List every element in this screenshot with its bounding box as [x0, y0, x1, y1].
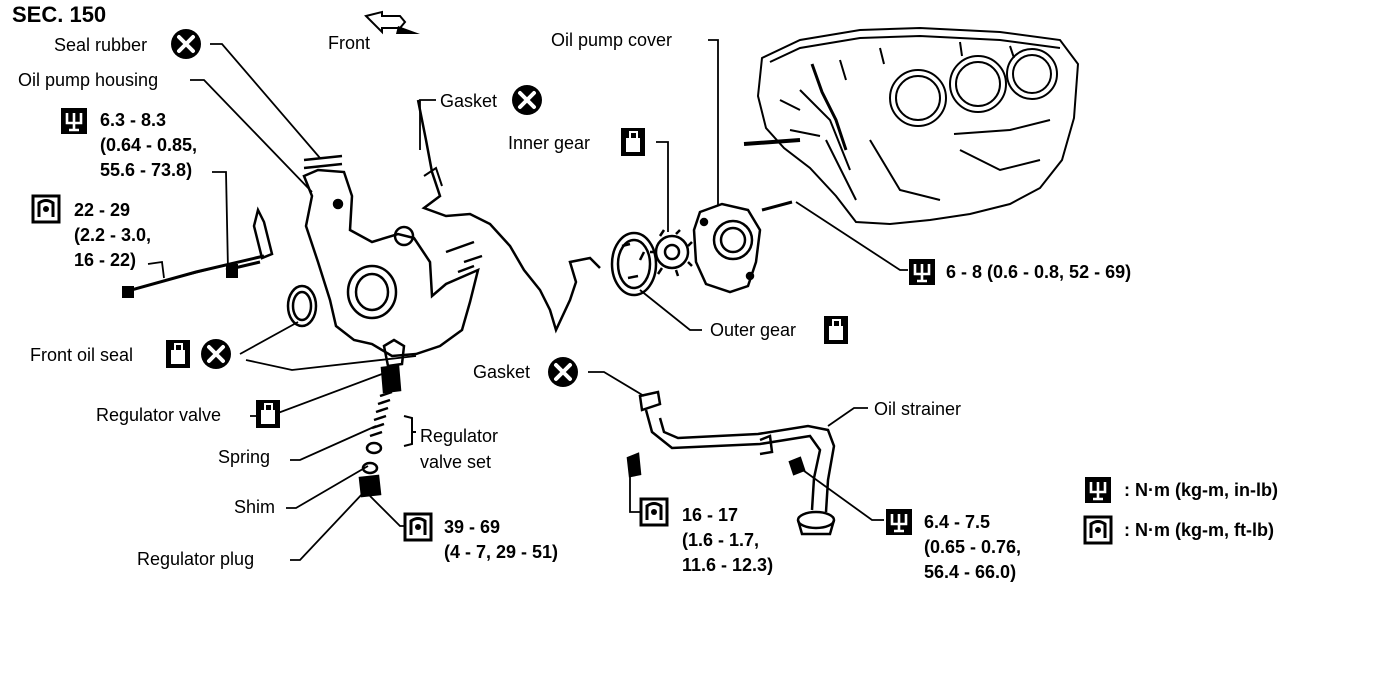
front-label: Front: [328, 33, 371, 53]
front-oil-seal: [286, 284, 318, 328]
label-front-oil-seal: Front oil seal: [30, 345, 134, 365]
label-regulator-valve: Regulator valve: [96, 405, 222, 425]
label-seal-rubber: Seal rubber: [54, 35, 148, 55]
lube-outer-gear-icon: [823, 315, 849, 345]
lube-regulator-valve-icon: [255, 399, 281, 429]
torque-inlb-housing-icon: [59, 106, 89, 136]
torque-inlb-strainer-icon: [884, 507, 914, 537]
section-number: SEC. 150: [12, 2, 107, 27]
torque-plug: 39 - 69 (4 - 7, 29 - 51): [444, 517, 559, 562]
legend-inlb-text: : N·m (kg-m, in-lb): [1124, 480, 1278, 500]
leader-lines: [147, 39, 908, 561]
gasket-top: [416, 99, 601, 334]
torque-ftlb-strainer-icon: [639, 497, 669, 527]
label-outer-gear: Outer gear: [710, 320, 797, 340]
inner-gear: [650, 229, 693, 277]
no-reuse-front-oil-seal-icon: [199, 337, 233, 371]
label-regulator-valve-set: Regulator valve set: [420, 426, 499, 472]
no-reuse-gasket-top-icon: [510, 83, 544, 117]
label-inner-gear: Inner gear: [508, 133, 591, 153]
oil-pump-housing: [252, 154, 483, 358]
legend-ftlb-text: : N·m (kg-m, ft-lb): [1124, 520, 1274, 540]
torque-housing-small: 6.3 - 8.3 (0.64 - 0.85, 55.6 - 73.8): [100, 110, 198, 180]
lube-front-oil-seal-icon: [165, 339, 191, 369]
legend-ftlb-icon: [1083, 515, 1113, 545]
label-oil-strainer: Oil strainer: [874, 399, 962, 419]
regulator-stack: [358, 338, 406, 498]
label-spring: Spring: [218, 447, 271, 467]
torque-inlb-cover-icon: [907, 257, 937, 287]
lube-inner-gear-icon: [620, 127, 646, 157]
label-shim: Shim: [234, 497, 276, 517]
engine-block: [756, 26, 1080, 226]
label-gasket-bottom: Gasket: [473, 362, 531, 382]
no-reuse-seal-rubber-icon: [169, 27, 203, 61]
front-arrow-icon: [364, 10, 420, 35]
no-reuse-gasket-bottom-icon: [546, 355, 580, 389]
label-regulator-plug: Regulator plug: [137, 549, 255, 569]
torque-cover: 6 - 8 (0.6 - 0.8, 52 - 69): [946, 262, 1132, 282]
torque-housing-bolt: 22 - 29 (2.2 - 3.0, 16 - 22): [74, 200, 152, 270]
oil-pump-cover: [692, 202, 762, 294]
torque-ftlb-plug-icon: [403, 512, 433, 542]
engine-bolt: [743, 138, 801, 146]
label-gasket-top: Gasket: [440, 91, 498, 111]
outer-gear: [610, 231, 658, 297]
torque-strainer-small: 6.4 - 7.5 (0.65 - 0.76, 56.4 - 66.0): [924, 512, 1022, 582]
torque-ftlb-housing-icon: [31, 194, 61, 224]
legend-inlb-icon: [1083, 475, 1113, 505]
torque-strainer-bolt: 16 - 17 (1.6 - 1.7, 11.6 - 12.3): [682, 505, 774, 575]
label-oil-pump-cover: Oil pump cover: [551, 30, 673, 50]
label-oil-pump-housing: Oil pump housing: [18, 70, 159, 90]
